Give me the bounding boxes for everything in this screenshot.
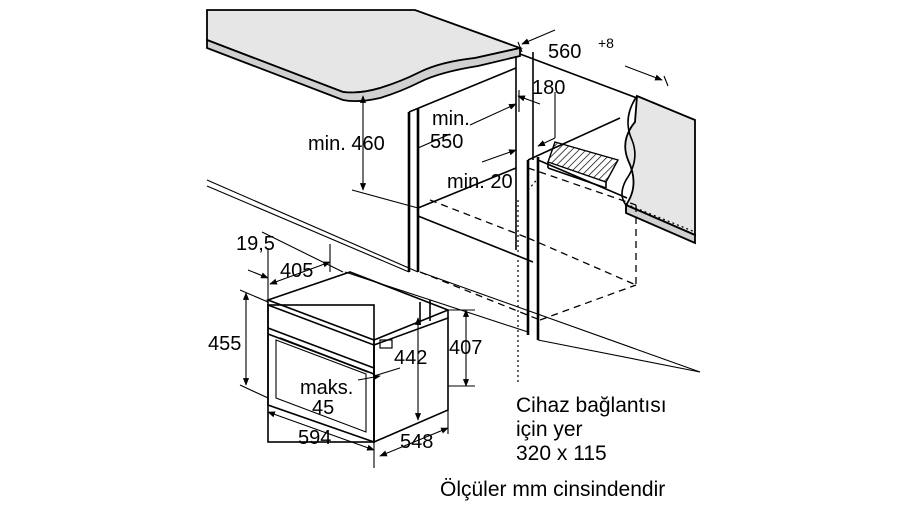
dim-405: 405 — [280, 260, 313, 282]
hidden-oven-outline — [419, 167, 637, 382]
dim-594: 594 — [298, 427, 331, 449]
dim-548: 548 — [400, 431, 433, 453]
dim-min-550-line1: min. — [432, 108, 470, 130]
units-note: Ölçüler mm cinsindendir — [440, 478, 665, 501]
dim-19-5: 19,5 — [236, 233, 275, 255]
dim-442: 442 — [394, 347, 427, 369]
dim-maks-line2: 45 — [312, 397, 334, 419]
dim-560-tolerance: +8 — [598, 35, 614, 51]
connection-box — [547, 141, 620, 189]
dim-min-460: min. 460 — [308, 133, 385, 155]
dimension-labels: 560 +8 180 min. 460 min. 550 min. 20 19,… — [208, 35, 614, 453]
dim-min-550-line2: 550 — [430, 131, 463, 153]
dim-maks-line1: maks. — [300, 377, 353, 399]
connection-note-line3: 320 x 115 — [516, 442, 607, 465]
dim-min-20: min. 20 — [447, 171, 513, 193]
connection-note-line1: Cihaz bağlantısı — [516, 394, 667, 417]
dim-180: 180 — [532, 77, 565, 99]
notes: Cihaz bağlantısı için yer 320 x 115 Ölçü… — [440, 394, 667, 501]
connection-note-line2: için yer — [516, 418, 583, 441]
dim-560: 560 — [548, 41, 581, 63]
dim-455: 455 — [208, 333, 241, 355]
dimension-lines — [239, 29, 669, 468]
dim-407: 407 — [449, 337, 482, 359]
countertop-left — [206, 9, 524, 103]
